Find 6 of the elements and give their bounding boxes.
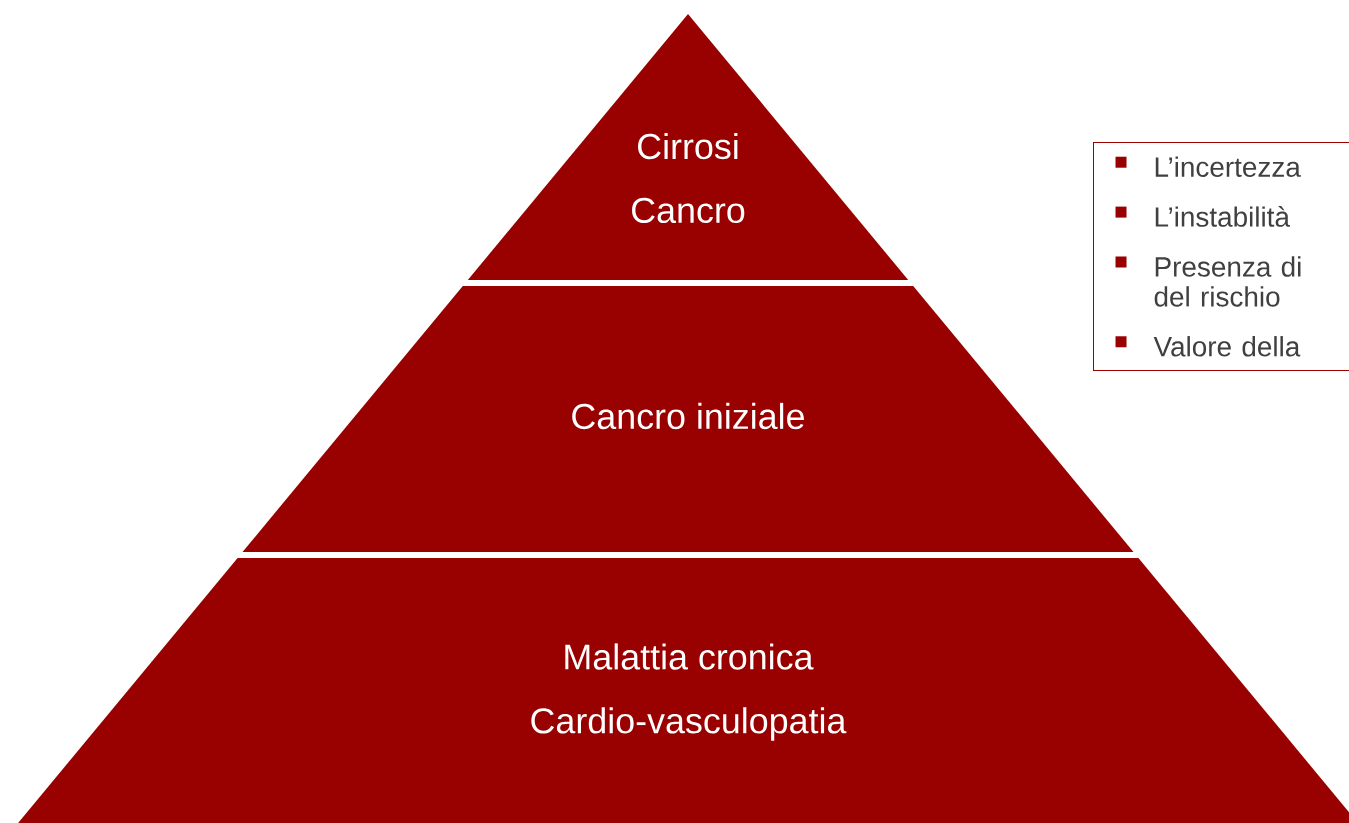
bullet-item: L’incertezza <box>1115 156 1301 177</box>
bullet-item: L’instabilità <box>1115 206 1290 227</box>
pyramid-level: Cirrosi Cancro <box>467 14 909 280</box>
pyramid-level: Cancro iniziale <box>242 286 1134 552</box>
pyramid-level: Malattia cronica Cardio-vasculopatia <box>18 558 1349 823</box>
bullet-list-box <box>1093 142 1349 372</box>
